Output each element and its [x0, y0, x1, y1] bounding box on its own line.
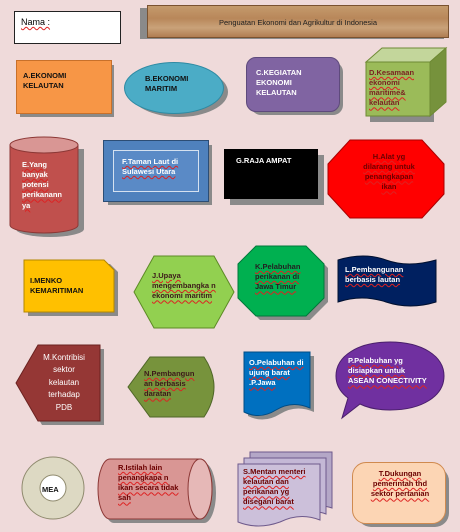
label-f: F.Taman Laut di Sulawesi Utara: [122, 157, 179, 177]
label-e: E.Yang banyak potensi perikanann ya: [22, 160, 63, 210]
label-t: T.Dukungan pemerintah thd sektor pertani…: [370, 469, 430, 499]
label-p: P.Pelabuhan yg disiapkan untuk ASEAN CON…: [348, 356, 427, 386]
title-banner: Penguatan Ekonomi dan Agrikultur di Indo…: [147, 5, 449, 38]
wave-l[interactable]: [336, 252, 438, 314]
page-title: Penguatan Ekonomi dan Agrikultur di Indo…: [218, 18, 378, 27]
flowchart-i[interactable]: [22, 258, 122, 318]
document-o[interactable]: [242, 350, 316, 424]
label-q: MEA: [42, 485, 59, 494]
label-i: I.MENKO KEMARITIMAN: [30, 276, 84, 296]
cylinder-r[interactable]: [96, 455, 218, 527]
donut-q[interactable]: [20, 455, 86, 521]
rounded-t-dukungan[interactable]: T.Dukungan pemerintah thd sektor pertani…: [352, 462, 446, 524]
name-label: Nama :: [21, 17, 51, 27]
multidoc-s[interactable]: [236, 450, 336, 530]
pentagon-m[interactable]: [15, 344, 108, 427]
speech-p[interactable]: [334, 340, 446, 422]
name-box[interactable]: Nama :: [14, 11, 121, 44]
label-g: G.RAJA AMPAT: [236, 156, 292, 165]
octagon-h[interactable]: [326, 138, 446, 220]
label-c: C.KEGIATAN EKONOMI KELAUTAN: [256, 68, 302, 98]
label-b: B.EKONOMI MARITIM: [145, 74, 189, 94]
label-r: R.Istilah lain penangkapa n ikan secara …: [118, 463, 179, 503]
label-a: A.EKONOMI KELAUTAN: [23, 71, 67, 91]
octagon-k[interactable]: [237, 245, 330, 322]
label-o: O.Pelabuhan di ujung barat .P.Jawa: [249, 358, 304, 388]
oval-b-ekonomi-maritim[interactable]: B.EKONOMI MARITIM: [124, 62, 224, 114]
label-d: D.Kesamaan ekonomi maritime& kelautan: [369, 68, 415, 108]
rounded-c-kegiatan-ekonomi[interactable]: C.KEGIATAN EKONOMI KELAUTAN: [246, 57, 340, 112]
label-m: M.Kontribisi sektor kelautan terhadap PD…: [43, 353, 85, 412]
hexagon-j[interactable]: [132, 254, 236, 332]
display-n[interactable]: [126, 355, 226, 419]
label-n: N.Pembangun an berbasis daratan: [144, 369, 195, 399]
bevel-f-taman-laut[interactable]: F.Taman Laut di Sulawesi Utara: [103, 140, 209, 202]
box-g-raja-ampat[interactable]: G.RAJA AMPAT: [224, 149, 318, 199]
label-l: L.Pembangunan berbasis lautan: [345, 265, 404, 285]
cylinder-e[interactable]: [8, 133, 84, 237]
label-h: H.Alat yg dilarang untuk penangkapan ika…: [363, 152, 415, 192]
cube-d[interactable]: [362, 46, 452, 122]
label-j: J.Upaya mengembangka n ekonomi maritim: [152, 271, 216, 301]
label-k: K.Pelabuhan perikanan di Jawa Timur: [255, 262, 301, 292]
box-a-ekonomi-kelautan[interactable]: A.EKONOMI KELAUTAN: [16, 60, 112, 114]
label-s: S.Mentan menteri kelautan dan perikanan …: [243, 467, 306, 507]
